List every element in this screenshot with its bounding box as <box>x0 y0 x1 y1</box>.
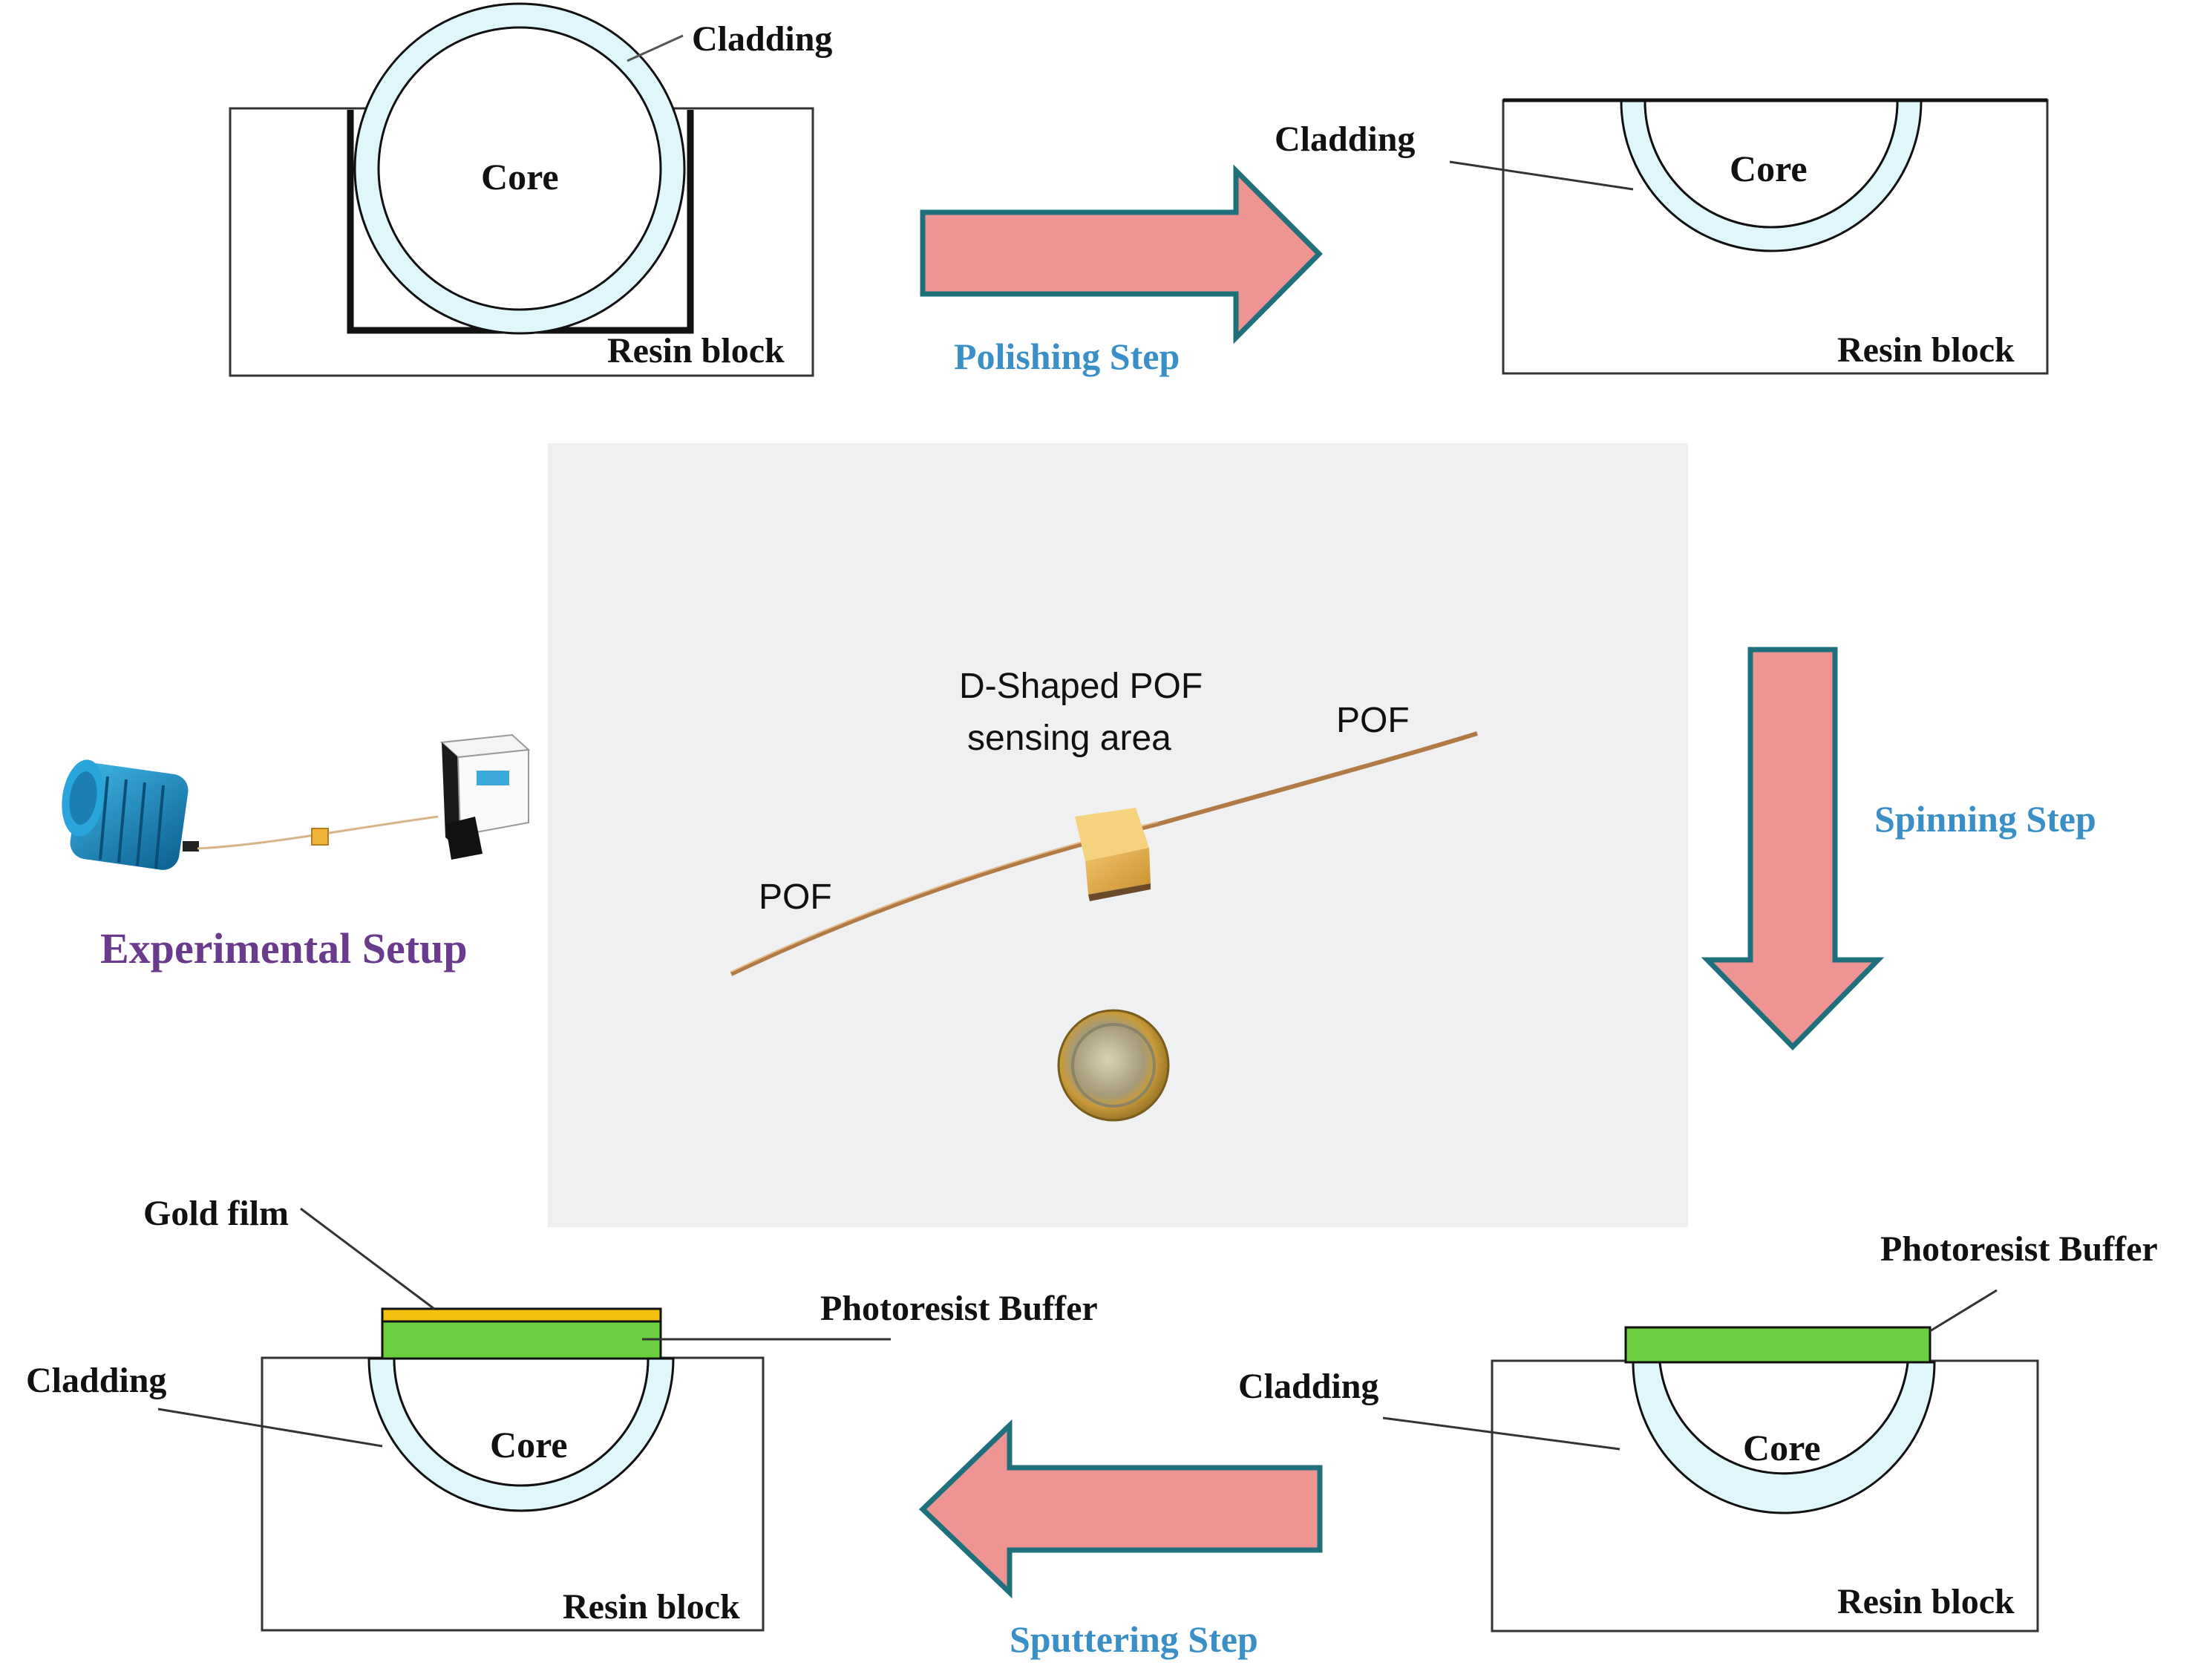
setup-fiber <box>197 815 439 850</box>
resin-block-label: Resin block <box>607 331 785 370</box>
d-shaped-label-line1: D-Shaped POF <box>959 667 1203 706</box>
core-circle <box>1658 1361 1909 1475</box>
light-source-icon <box>62 759 199 870</box>
core-label: Core <box>1743 1427 1821 1468</box>
experimental-setup-label: Experimental Setup <box>100 924 468 973</box>
sensor-chip-icon <box>311 828 329 846</box>
spinning-arrow <box>1701 647 1885 1050</box>
polishing-arrow <box>920 164 1323 344</box>
d-shaped-sensing-block <box>1075 808 1151 901</box>
core-circle <box>1643 99 1899 229</box>
core-label: Core <box>481 156 559 197</box>
panel-bottom-right: Photoresist Buffer Cladding Core Resin b… <box>1238 1229 2158 1632</box>
cladding-label: Cladding <box>1238 1367 1378 1406</box>
spectrometer-icon <box>439 733 531 860</box>
polishing-step: Polishing Step <box>920 164 1323 377</box>
experimental-setup: Experimental Setup <box>62 733 531 973</box>
d-shaped-label-line2: sensing area <box>967 719 1171 758</box>
cladding-pointer <box>157 1408 383 1448</box>
pof-label-left: POF <box>759 877 832 917</box>
polishing-step-label: Polishing Step <box>954 336 1180 377</box>
resin-block-label: Resin block <box>1837 1582 2015 1621</box>
panel-top-left: Cladding Core Resin block <box>229 2 832 377</box>
core-circle <box>393 1357 650 1487</box>
photoresist-layer <box>381 1320 662 1360</box>
photoresist-label: Photoresist Buffer <box>820 1289 1098 1328</box>
cladding-label: Cladding <box>692 19 832 59</box>
gold-film-label: Gold film <box>143 1194 289 1233</box>
photoresist-pointer <box>1929 1289 1998 1333</box>
core-label: Core <box>490 1424 568 1465</box>
core-label: Core <box>1730 148 1808 189</box>
core-circle <box>377 26 662 311</box>
resin-block-label: Resin block <box>563 1587 740 1627</box>
cladding-label: Cladding <box>1275 120 1415 159</box>
cladding-pointer <box>1382 1416 1620 1451</box>
sputtering-step: Sputtering Step <box>918 1419 1323 1660</box>
photoresist-label: Photoresist Buffer <box>1880 1229 2158 1269</box>
cladding-pointer <box>627 34 684 62</box>
panel-bottom-left: Gold film Photoresist Buffer Cladding Co… <box>26 1194 1098 1632</box>
spinning-step-label: Spinning Step <box>1874 798 2096 840</box>
panel-top-right: Cladding Core Resin block <box>1275 98 2049 375</box>
cladding-label: Cladding <box>26 1361 166 1400</box>
pof-fiber <box>730 731 1478 976</box>
coin <box>1057 1009 1170 1122</box>
sputtering-step-label: Sputtering Step <box>1010 1618 1258 1660</box>
pof-label-right: POF <box>1336 701 1410 740</box>
photoresist-layer <box>1624 1326 1932 1364</box>
gold-film-pointer <box>300 1207 435 1310</box>
cladding-pointer <box>1449 160 1634 191</box>
gold-film-layer <box>381 1307 662 1323</box>
sputtering-arrow <box>918 1419 1323 1599</box>
sensor-photo: D-Shaped POF sensing area POF POF <box>548 443 1688 1227</box>
resin-block-label: Resin block <box>1837 330 2015 370</box>
spinning-step: Spinning Step <box>1701 647 2096 1050</box>
